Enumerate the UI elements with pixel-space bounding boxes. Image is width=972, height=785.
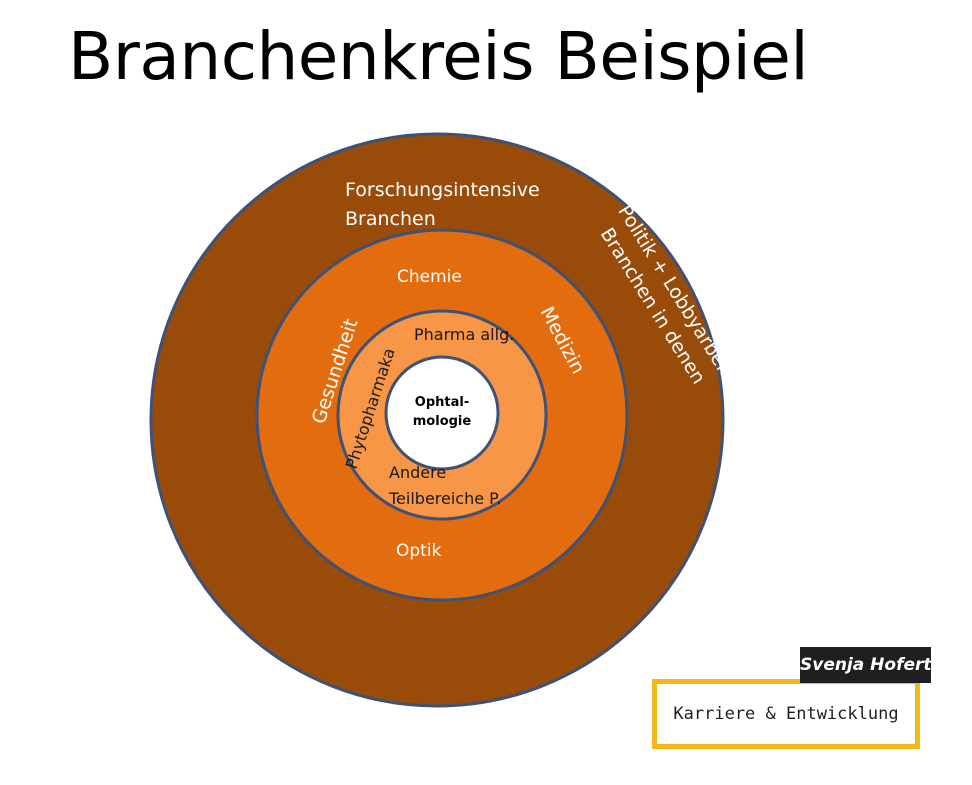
inner-ring-bottom-line2: Teilbereiche P. <box>388 489 501 508</box>
core-label-line2: mologie <box>413 414 472 429</box>
outer-ring-label-line2: Branchen <box>345 208 436 230</box>
page-title: Branchenkreis Beispiel <box>68 18 809 95</box>
logo-name: Svenja Hofert <box>800 647 932 683</box>
middle-ring-bottom-label: Optik <box>396 541 442 561</box>
inner-ring-bottom-line1: Andere <box>389 463 446 482</box>
core-circle <box>384 355 500 471</box>
outer-ring-label-line1: Forschungsintensive <box>345 179 540 201</box>
logo-frame: Karriere & Entwicklung <box>652 679 920 749</box>
core-label-line1: Ophtal- <box>415 395 469 410</box>
inner-ring-top-label: Pharma allg. <box>414 325 514 344</box>
middle-ring-top-label: Chemie <box>397 267 462 287</box>
logo-tagline: Karriere & Entwicklung <box>673 704 899 724</box>
